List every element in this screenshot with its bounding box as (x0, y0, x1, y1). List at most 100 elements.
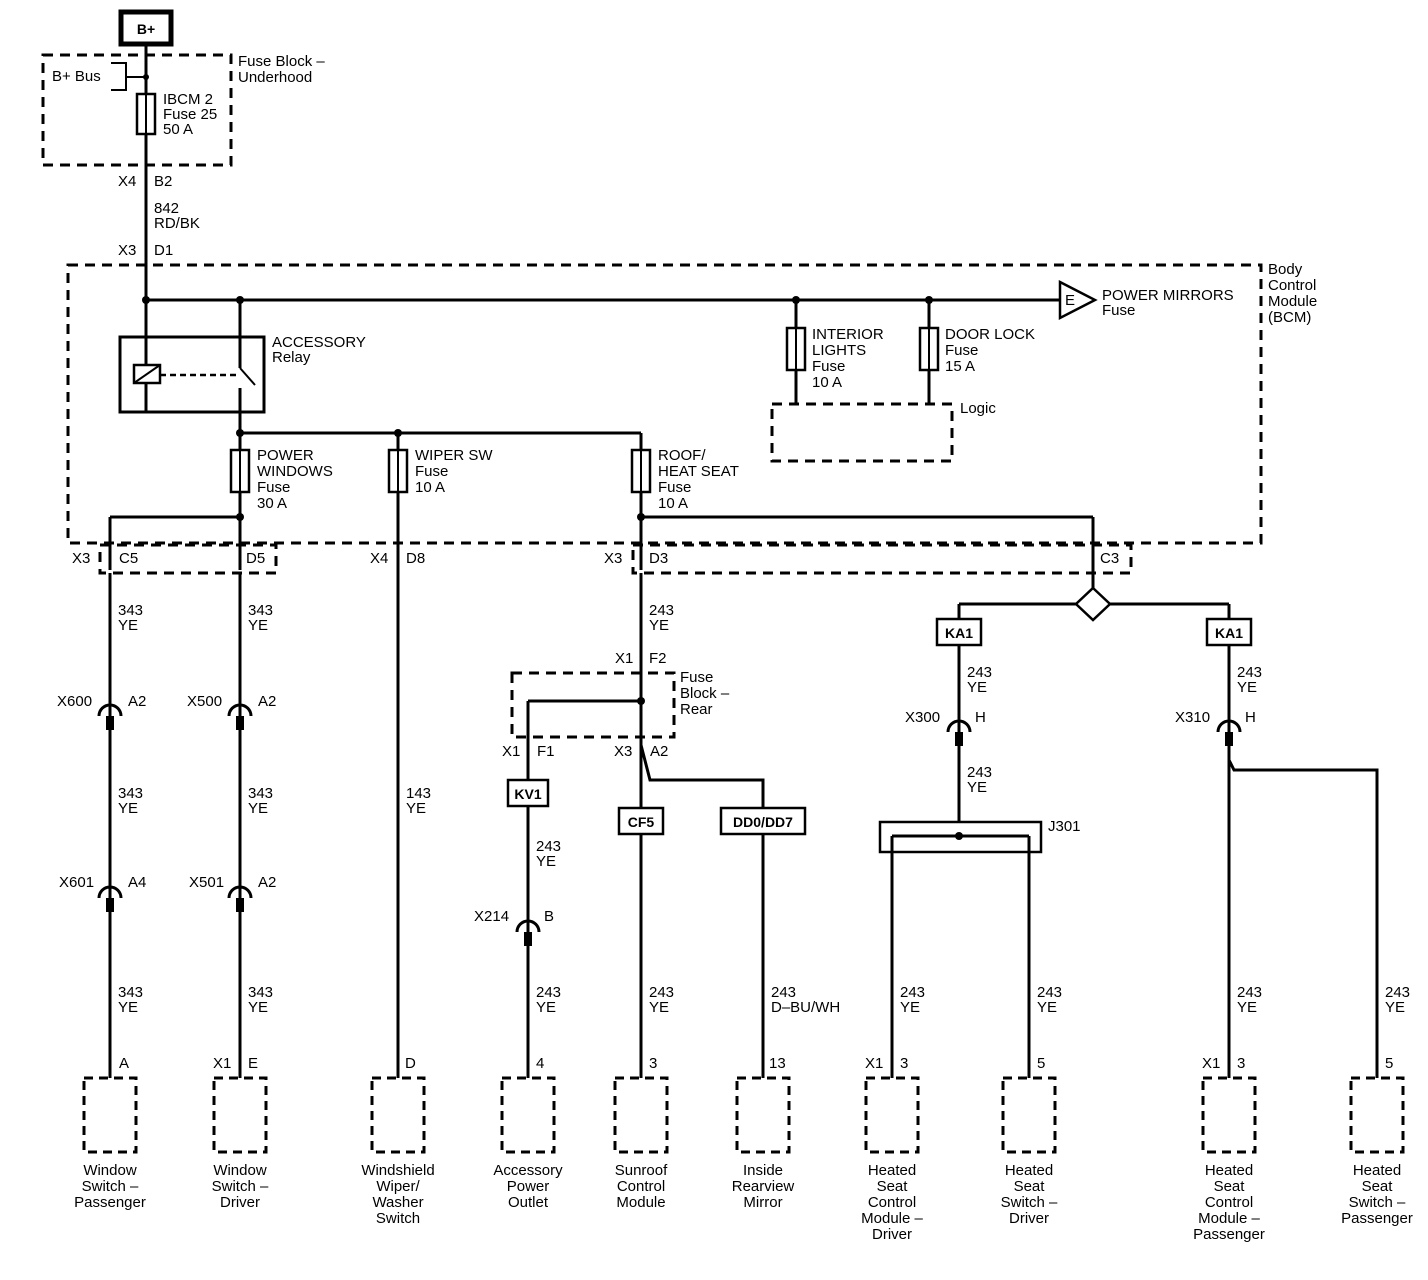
conn-x4-b: X4 (370, 550, 388, 567)
conn-x3-c: X3 (604, 550, 622, 567)
b-label: B (544, 908, 554, 925)
pin-5-hsp: 5 (1385, 1055, 1393, 1072)
x3-label: X3 (118, 242, 136, 259)
splice-ka1-driver (935, 617, 983, 647)
window-switch-driver-label-2: Switch – (212, 1178, 269, 1195)
sunroof-control-module-label-2: Control (617, 1178, 665, 1195)
heated-seat-switch-driver-label-2: Seat (1014, 1178, 1046, 1195)
ka1-pass-label: KA1 (1215, 625, 1243, 641)
splice-dd0-dd7 (719, 806, 807, 836)
heated-seat-control-module-passenger-box (1201, 1076, 1257, 1154)
pin-3-hsp: 3 (1237, 1055, 1245, 1072)
c1-w1-l2: YE (118, 617, 138, 634)
kv1-label: KV1 (514, 786, 541, 802)
fbr-l3: Rear (680, 701, 713, 718)
inside-rearview-mirror-label-1: Inside (743, 1162, 783, 1179)
connector-x3-c5-d5 (98, 543, 278, 575)
windshield-wiper-washer-switch-label-1: Windshield (361, 1162, 434, 1179)
heated-seat-control-module-passenger-label-4: Module – (1198, 1210, 1260, 1227)
a4-label: A4 (128, 874, 146, 891)
logic-box (770, 402, 954, 463)
x1-f1-a: X1 (502, 743, 520, 760)
bcm-label-l1: Body (1268, 261, 1303, 278)
hs-d-w3-l2: YE (900, 999, 920, 1016)
bplus-label: B+ (137, 21, 155, 37)
c1-w2-l1: 343 (118, 785, 143, 802)
fuse-block-underhood (41, 53, 233, 167)
c2-w2-l1: 343 (248, 785, 273, 802)
c1-w1-l1: 343 (118, 602, 143, 619)
window-switch-driver-label-3: Driver (220, 1194, 260, 1211)
hs-d-w2-l1: 243 (967, 764, 992, 781)
wiper-sw-l3: 10 A (415, 479, 445, 496)
pin-3-hsd: 3 (900, 1055, 908, 1072)
power-windows-l3: Fuse (257, 479, 290, 496)
door-lock-l2: Fuse (945, 342, 978, 359)
heated-seat-control-module-driver-label-2: Seat (877, 1178, 909, 1195)
power-mirrors-l2: Fuse (1102, 302, 1135, 319)
c6-w1-l2: D–BU/WH (771, 999, 840, 1016)
c3-w1-l1: 143 (406, 785, 431, 802)
hs-d-w4-l1: 243 (1037, 984, 1062, 1001)
hs-p-w2-l2: YE (1237, 999, 1257, 1016)
hs-p-w1-l2: YE (1237, 679, 1257, 696)
splice-ka1-passenger (1205, 617, 1253, 647)
pin-x1-hsp: X1 (1202, 1055, 1220, 1072)
splice-kv1 (506, 778, 550, 808)
conn-c3: C3 (1100, 550, 1119, 567)
hs-p-w1-l1: 243 (1237, 664, 1262, 681)
heated-seat-switch-driver-label-4: Driver (1009, 1210, 1049, 1227)
windshield-wiper-washer-switch-box (370, 1076, 426, 1154)
heated-seat-switch-passenger-label-4: Passenger (1341, 1210, 1413, 1227)
splice-diamond (1074, 586, 1112, 622)
hs-p-w2-l1: 243 (1237, 984, 1262, 1001)
pin-d: D (405, 1055, 416, 1072)
connector-x3-d3-c3 (631, 543, 1133, 575)
hs-d-w1-l2: YE (967, 679, 987, 696)
window-switch-passenger-label-2: Switch – (82, 1178, 139, 1195)
c2-w3-l2: YE (248, 999, 268, 1016)
sunroof-control-module-label-3: Module (616, 1194, 665, 1211)
hs-p-w3-l1: 243 (1385, 984, 1410, 1001)
heated-seat-control-module-passenger-label-2: Seat (1214, 1178, 1246, 1195)
c6-w1-l1: 243 (771, 984, 796, 1001)
a2-label-1: A2 (128, 693, 146, 710)
d1-label: D1 (154, 242, 173, 259)
c2-w2-l2: YE (248, 800, 268, 817)
accessory-power-outlet-label-2: Power (507, 1178, 550, 1195)
conn-c5: C5 (119, 550, 138, 567)
x600-label: X600 (57, 693, 92, 710)
pin-4: 4 (536, 1055, 544, 1072)
f1-label: F1 (537, 743, 555, 760)
x501-label: X501 (189, 874, 224, 891)
heated-seat-control-module-passenger-label-5: Passenger (1193, 1226, 1265, 1243)
pin-a: A (119, 1055, 129, 1072)
x300-label: X300 (905, 709, 940, 726)
bcm-boundary (66, 263, 1263, 545)
h-label-1: H (975, 709, 986, 726)
wiper-sw-l2: Fuse (415, 463, 448, 480)
window-switch-passenger-label-3: Passenger (74, 1194, 146, 1211)
c4-w1-l1: 243 (536, 838, 561, 855)
x601-label: X601 (59, 874, 94, 891)
x4-label: X4 (118, 173, 136, 190)
fuse-block-uh-l1: Fuse Block – (238, 53, 325, 70)
c3-w1-l2: YE (406, 800, 426, 817)
x500-label: X500 (187, 693, 222, 710)
inside-rearview-mirror-box (735, 1076, 791, 1154)
c5-w2-l2: YE (649, 999, 669, 1016)
conn-d5: D5 (246, 550, 265, 567)
hs-d-w1-l1: 243 (967, 664, 992, 681)
ibcm-fuse-l3: 50 A (163, 121, 193, 138)
accessory-relay-l1: ACCESSORY (272, 334, 366, 351)
interior-lights-l3: Fuse (812, 358, 845, 375)
heated-seat-control-module-driver-label-5: Driver (872, 1226, 912, 1243)
windshield-wiper-washer-switch-label-4: Switch (376, 1210, 420, 1227)
x3-a2-a: X3 (614, 743, 632, 760)
sunroof-control-module-box (613, 1076, 669, 1154)
bplus-bus-label: B+ Bus (52, 68, 101, 85)
b2-label: B2 (154, 173, 172, 190)
wire-842-l2: RD/BK (154, 215, 200, 232)
ibcm-fuse-l1: IBCM 2 (163, 91, 213, 108)
conn-d3: D3 (649, 550, 668, 567)
